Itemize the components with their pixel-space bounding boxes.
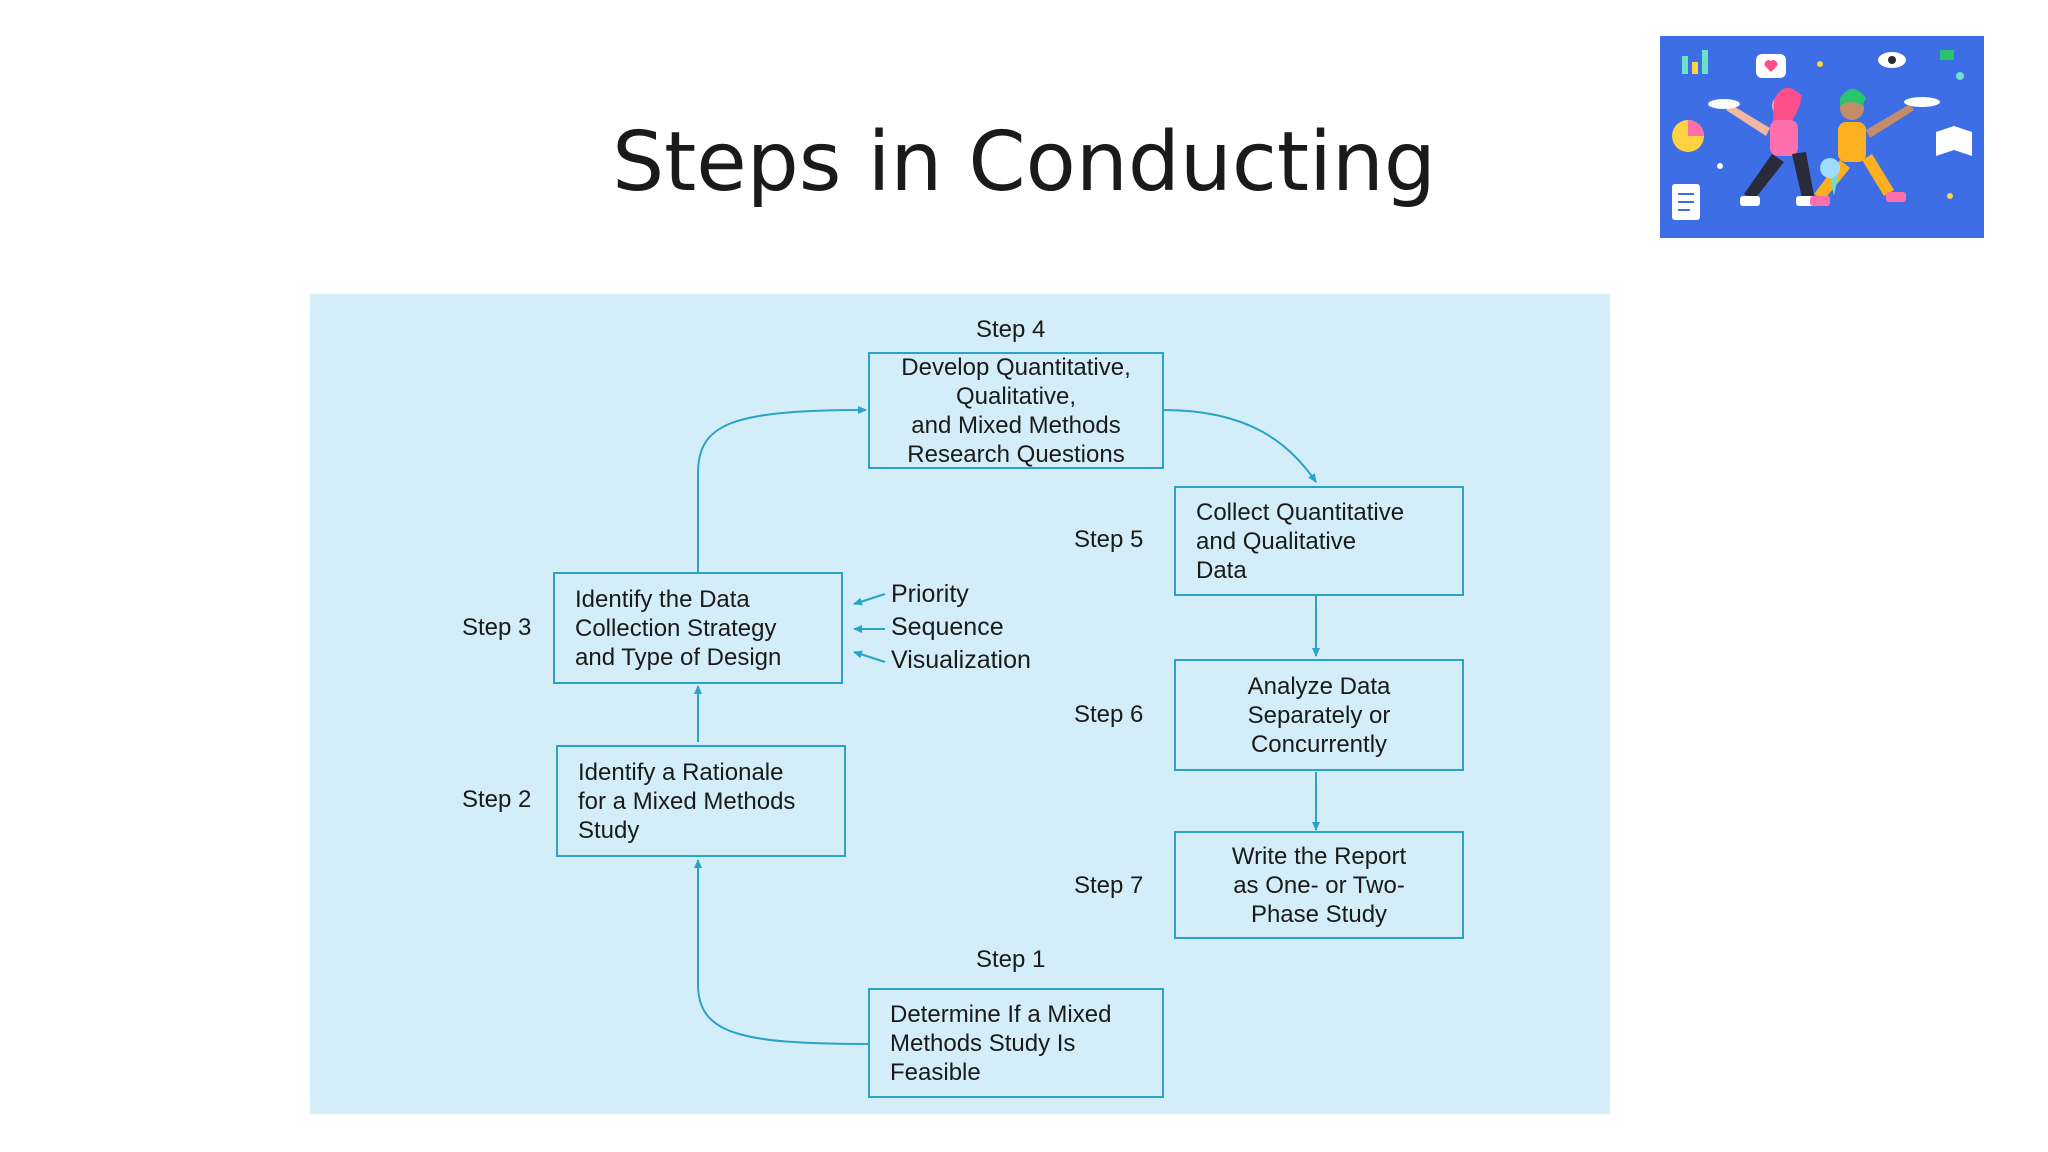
design-factor-sequence: Sequence	[891, 613, 1004, 641]
step-6-line: Separately or	[1247, 701, 1391, 729]
step-3-box: Identify the Data Collection Strategy an…	[553, 572, 843, 684]
step-3-line: and Type of Design	[575, 643, 782, 671]
people-with-charts-illustration	[1660, 36, 1984, 238]
step-7-line: Write the Report	[1231, 842, 1407, 870]
step-6-label: Step 6	[1074, 701, 1144, 728]
step-6-line: Concurrently	[1250, 730, 1388, 758]
step-5-line: Data	[1196, 556, 1247, 584]
step-7-label: Step 7	[1074, 872, 1144, 899]
step-2-line: Study	[578, 816, 640, 844]
design-factor-visualization: Visualization	[891, 646, 1031, 674]
step-1-line: Determine If a Mixed	[890, 1000, 1112, 1028]
step-4-line: Research Questions	[907, 440, 1125, 468]
step-1-line: Feasible	[890, 1058, 981, 1086]
arrow-step3-to-step4	[697, 406, 867, 572]
step-2-box: Identify a Rationale for a Mixed Methods…	[556, 745, 846, 857]
slide-title: Steps in Conducting	[612, 115, 1436, 210]
step-5-line: and Qualitative	[1196, 527, 1357, 555]
step-1-label: Step 1	[976, 946, 1046, 973]
arrow-step1-to-step2	[694, 859, 869, 1045]
step-3-line: Collection Strategy	[575, 614, 777, 642]
step-5-box: Collect Quantitative and Qualitative Dat…	[1174, 486, 1464, 596]
step-2-line: for a Mixed Methods	[578, 787, 796, 815]
step-4-line: Develop Quantitative,	[901, 353, 1131, 381]
step-6-box: Analyze Data Separately or Concurrently	[1174, 659, 1464, 771]
step-5-line: Collect Quantitative	[1196, 498, 1405, 526]
design-factor-priority: Priority	[891, 580, 969, 608]
step-7-line: Phase Study	[1250, 900, 1388, 928]
step-4-label: Step 4	[976, 316, 1046, 343]
step-4-line: and Mixed Methods	[911, 411, 1121, 439]
step-2-line: Identify a Rationale	[578, 758, 784, 786]
step-1-line: Methods Study Is	[890, 1029, 1076, 1057]
arrow-visualization	[853, 650, 886, 663]
diagram-connectors	[694, 406, 1320, 1045]
arrow-priority	[853, 593, 886, 606]
step-7-box: Write the Report as One- or Two- Phase S…	[1174, 831, 1464, 939]
step-3-line: Identify the Data	[575, 585, 750, 613]
step-7-line: as One- or Two-	[1233, 871, 1405, 899]
step-4-line: Qualitative,	[955, 382, 1077, 410]
arrow-step4-to-step5	[1162, 409, 1317, 483]
step-3-label: Step 3	[462, 614, 532, 641]
step-5-label: Step 5	[1074, 526, 1144, 553]
mixed-methods-steps-diagram: Step 4 Develop Quantitative, Qualitative…	[310, 294, 1610, 1114]
step-4-box: Develop Quantitative, Qualitative, and M…	[868, 352, 1164, 469]
step-1-box: Determine If a Mixed Methods Study Is Fe…	[868, 988, 1164, 1098]
step-6-line: Analyze Data	[1247, 672, 1391, 700]
step-2-label: Step 2	[462, 786, 532, 813]
